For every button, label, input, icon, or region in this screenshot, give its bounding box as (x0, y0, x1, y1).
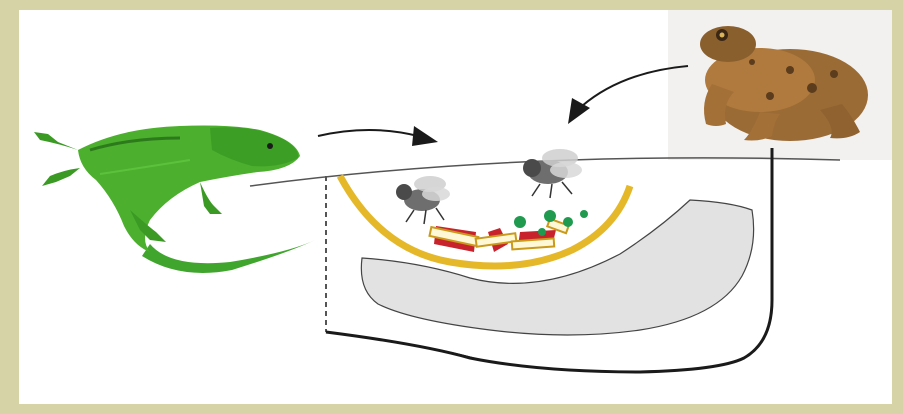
fly-icon-right (523, 149, 582, 198)
fly-icon-left (396, 176, 450, 224)
food-items (429, 219, 568, 252)
arrow-from-lizard (318, 126, 438, 146)
lizard-icon (34, 126, 315, 273)
